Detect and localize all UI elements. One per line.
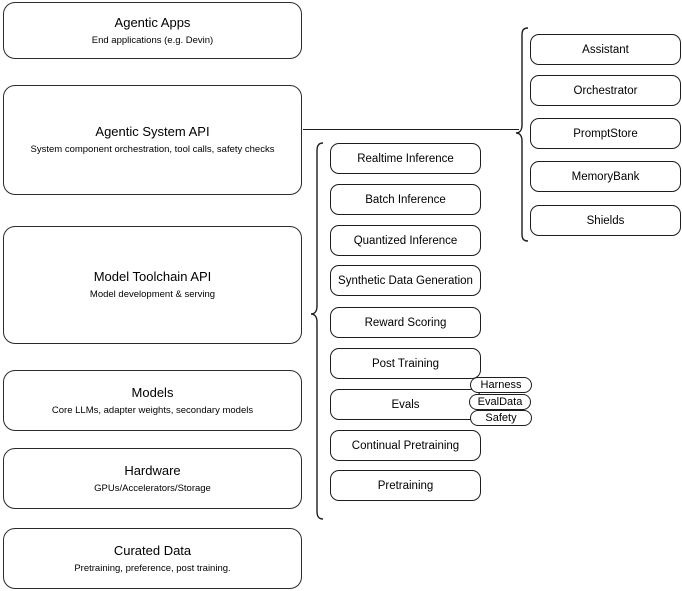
layer-title: Model Toolchain API xyxy=(93,269,212,284)
capability-box-pretraining[interactable]: Pretraining xyxy=(330,470,481,501)
eval-tag-evaldata[interactable]: EvalData xyxy=(469,394,531,410)
capability-box-continual-pretraining[interactable]: Continual Pretraining xyxy=(330,430,481,461)
capability-label: Evals xyxy=(391,398,420,411)
capability-label: Reward Scoring xyxy=(364,316,447,329)
system-component-label: PromptStore xyxy=(573,127,638,140)
layer-title: Agentic Apps xyxy=(114,14,191,30)
system-component-label: MemoryBank xyxy=(571,170,640,183)
layer-title: Curated Data xyxy=(113,542,192,558)
eval-tag-harness[interactable]: Harness xyxy=(470,377,532,393)
eval-tag-label: EvalData xyxy=(477,395,523,408)
system-component-label: Orchestrator xyxy=(573,84,638,97)
capability-label: Quantized Inference xyxy=(353,234,458,247)
capability-label: Synthetic Data Generation xyxy=(338,274,473,287)
layer-subtitle: Pretraining, preference, post training. xyxy=(74,562,231,574)
system-components-brace xyxy=(515,27,529,242)
system-component-box-orchestrator[interactable]: Orchestrator xyxy=(530,75,681,106)
layer-subtitle: GPUs/Accelerators/Storage xyxy=(94,482,211,494)
system-component-box-promptstore[interactable]: PromptStore xyxy=(530,118,681,149)
eval-tag-label: Harness xyxy=(480,378,522,391)
layer-subtitle: Core LLMs, adapter weights, secondary mo… xyxy=(51,404,254,416)
system-component-box-memorybank[interactable]: MemoryBank xyxy=(530,161,681,192)
layer-subtitle: System component orchestration, tool cal… xyxy=(30,144,275,155)
capability-box-batch-inference[interactable]: Batch Inference xyxy=(330,184,481,215)
layer-box-model-toolchain-api[interactable]: Model Toolchain API Model development & … xyxy=(3,226,302,344)
toolchain-brace xyxy=(310,142,324,520)
layer-title: Hardware xyxy=(124,462,181,478)
capability-box-synthetic-data-generation[interactable]: Synthetic Data Generation xyxy=(330,265,481,296)
layer-box-hardware[interactable]: Hardware GPUs/Accelerators/Storage xyxy=(3,448,302,509)
layer-box-models[interactable]: Models Core LLMs, adapter weights, secon… xyxy=(3,370,302,431)
capability-box-reward-scoring[interactable]: Reward Scoring xyxy=(330,307,481,338)
layer-subtitle: End applications (e.g. Devin) xyxy=(91,34,214,46)
connector-agentic-system-api-to-components xyxy=(303,129,519,130)
eval-tag-safety[interactable]: Safety xyxy=(470,410,532,426)
layer-box-curated-data[interactable]: Curated Data Pretraining, preference, po… xyxy=(3,528,302,589)
capability-label: Pretraining xyxy=(377,479,434,492)
layer-title: Agentic System API xyxy=(95,124,210,139)
layer-box-agentic-system-api[interactable]: Agentic System API System component orch… xyxy=(3,85,302,195)
capability-label: Post Training xyxy=(371,357,440,370)
capability-box-realtime-inference[interactable]: Realtime Inference xyxy=(330,143,481,174)
eval-tag-label: Safety xyxy=(485,411,517,424)
system-component-box-assistant[interactable]: Assistant xyxy=(530,34,681,65)
layer-subtitle: Model development & serving xyxy=(89,289,216,300)
capability-label: Continual Pretraining xyxy=(351,439,460,452)
system-component-label: Shields xyxy=(586,214,625,227)
capability-box-quantized-inference[interactable]: Quantized Inference xyxy=(330,225,481,256)
capability-box-evals[interactable]: Evals xyxy=(330,389,481,420)
system-component-label: Assistant xyxy=(582,43,629,56)
layer-box-agentic-apps[interactable]: Agentic Apps End applications (e.g. Devi… xyxy=(3,2,302,59)
capability-box-post-training[interactable]: Post Training xyxy=(330,348,481,379)
system-component-box-shields[interactable]: Shields xyxy=(530,205,681,236)
capability-label: Batch Inference xyxy=(365,193,446,206)
capability-label: Realtime Inference xyxy=(357,152,454,165)
layer-title: Models xyxy=(131,384,174,400)
